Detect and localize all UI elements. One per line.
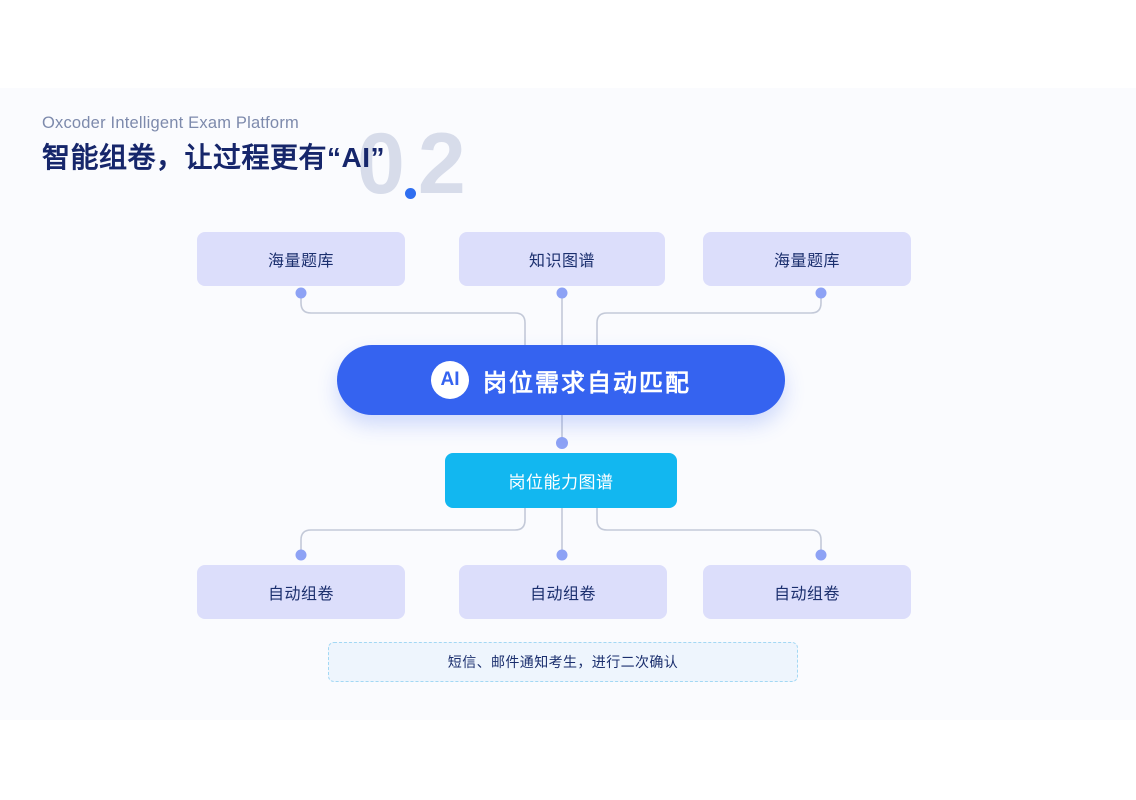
watermark-digit-left: 0 bbox=[357, 116, 405, 212]
node-hub-auto-match[interactable]: AI 岗位需求自动匹配 bbox=[337, 345, 785, 415]
connector-dot bbox=[815, 549, 827, 561]
node-label: 知识图谱 bbox=[528, 253, 595, 270]
ai-badge-icon: AI bbox=[431, 361, 469, 399]
node-label: 自动组卷 bbox=[529, 586, 596, 603]
connector-dot bbox=[295, 287, 307, 299]
watermark-digit-right: 2 bbox=[417, 116, 466, 212]
node-bottom-2[interactable]: 自动组卷 bbox=[459, 565, 667, 619]
node-label: 海量题库 bbox=[267, 253, 334, 270]
slide-card: 0 2 Oxcoder Intelligent Exam Platform 智能… bbox=[0, 88, 1136, 720]
node-top-3[interactable]: 海量题库 bbox=[703, 232, 911, 286]
node-bottom-1[interactable]: 自动组卷 bbox=[197, 565, 405, 619]
platform-subtitle: Oxcoder Intelligent Exam Platform bbox=[42, 114, 299, 132]
node-job-competency-map[interactable]: 岗位能力图谱 bbox=[445, 453, 677, 508]
node-label: 岗位能力图谱 bbox=[508, 473, 614, 492]
node-label: 自动组卷 bbox=[267, 586, 334, 603]
node-label: 海量题库 bbox=[773, 253, 840, 270]
section-number-watermark: 0 2 bbox=[357, 116, 466, 212]
footer-note-label: 短信、邮件通知考生，进行二次确认 bbox=[447, 654, 679, 670]
connector-dot bbox=[556, 287, 568, 299]
watermark-dot bbox=[404, 188, 416, 199]
page-title: 智能组卷，让过程更有“AI” bbox=[42, 141, 386, 173]
connector-dot bbox=[556, 549, 568, 561]
node-top-2[interactable]: 知识图谱 bbox=[459, 232, 665, 286]
node-bottom-3[interactable]: 自动组卷 bbox=[703, 565, 911, 619]
footer-note-box: 短信、邮件通知考生，进行二次确认 bbox=[328, 642, 798, 682]
node-top-1[interactable]: 海量题库 bbox=[197, 232, 405, 286]
connector-dot bbox=[295, 549, 307, 561]
slide-header: 0 2 Oxcoder Intelligent Exam Platform 智能… bbox=[42, 114, 466, 207]
connector-lines bbox=[295, 287, 827, 561]
node-label: 自动组卷 bbox=[773, 586, 840, 603]
flow-diagram: 海量题库 知识图谱 海量题库 AI 岗位需求自动匹配 岗位能力图谱 自动组卷 自… bbox=[0, 88, 1136, 720]
node-label: 岗位需求自动匹配 bbox=[483, 369, 691, 397]
connector-dot bbox=[815, 287, 827, 299]
connector-dot bbox=[556, 437, 568, 449]
